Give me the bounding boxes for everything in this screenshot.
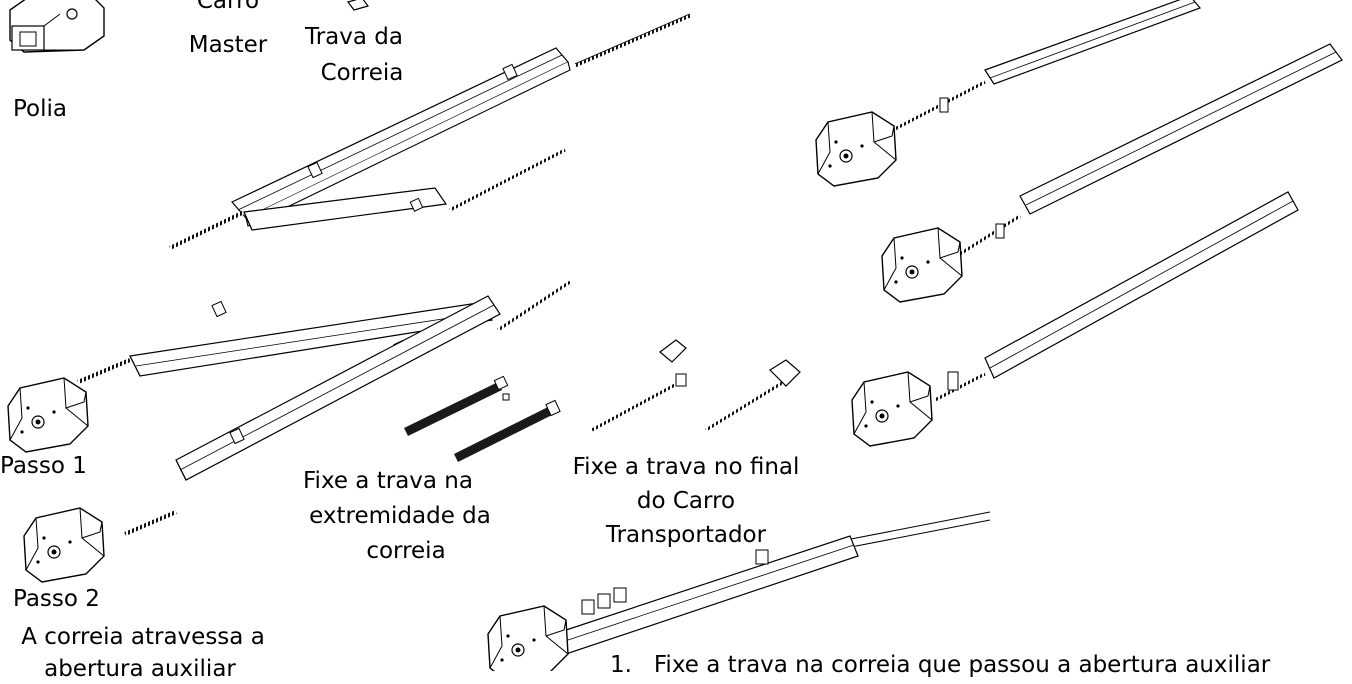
carrier-with-lock-2 <box>705 359 801 432</box>
label-abertura-auxiliar: abertura auxiliar <box>44 656 236 682</box>
pulley-part-icon <box>9 0 105 53</box>
label-do-carro: do Carro <box>636 488 736 514</box>
rail-assembly-right-2 <box>881 43 1343 303</box>
label-correia-atravessa: A correia atravessa a <box>21 624 265 650</box>
belt-lock-part-icon <box>346 0 370 11</box>
label-fixe-trava-na: Fixe a trava na <box>303 468 473 494</box>
label-transportador: Transportador <box>605 522 767 548</box>
rail-assembly-right-1 <box>815 0 1202 187</box>
belt-with-lock-2 <box>453 399 561 463</box>
label-correia-lower: correia <box>366 538 446 564</box>
label-passo-2: Passo 2 <box>13 586 100 612</box>
label-correia: Correia <box>320 60 404 86</box>
carrier-with-lock-1 <box>591 339 687 432</box>
label-trava-da: Trava da <box>305 24 403 50</box>
label-passo-1: Passo 1 <box>0 453 87 479</box>
label-fixe-trava-no-final: Fixe a trava no final <box>572 454 800 480</box>
rail-assembly-bottom <box>487 511 991 671</box>
label-polia: Polia <box>13 96 67 122</box>
rail-assembly-4 <box>23 295 501 583</box>
rail-assembly-right-3 <box>851 191 1299 447</box>
rail-assembly-2 <box>169 148 566 250</box>
step-instruction-1: 1. Fixe a trava na correia que passou a … <box>610 652 1271 678</box>
label-extremidade-da: extremidade da <box>309 503 491 529</box>
label-carro: Carro <box>196 0 260 14</box>
belt-with-lock-1 <box>404 375 510 437</box>
label-master: Master <box>188 32 268 58</box>
rail-assembly-1 <box>231 13 691 227</box>
